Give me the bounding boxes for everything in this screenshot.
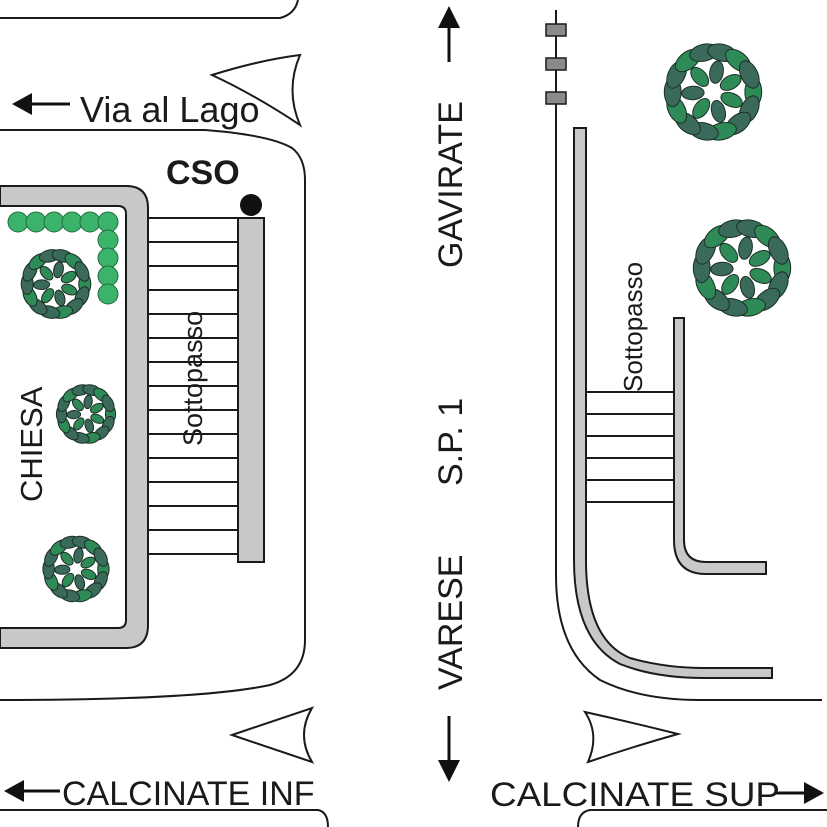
label-via-al-lago: Via al Lago [80,89,260,130]
label-calcinate-inf: CALCINATE INF [62,775,315,813]
road-edge-top-left [0,0,299,19]
traffic-island-top-left [209,53,303,128]
tree-icon [42,535,110,603]
label-sottopasso-left: Sottopasso [178,311,208,446]
church-wall [0,185,149,649]
tree-icon [55,384,117,444]
underpass-stripes-left [148,217,238,555]
label-gavirate: GAVIRATE [432,101,470,268]
underpass-curb-left [237,217,265,563]
label-cso: CSO [166,154,240,192]
curb-long-right [573,127,773,679]
road-edge-main-left [0,129,306,701]
hedge-icon [7,211,119,305]
arrow-left-icon [12,93,70,115]
left-roads [0,0,329,827]
arrow-down-icon [438,716,460,782]
right-roads [555,128,827,827]
label-chiesa: CHIESA [14,386,49,502]
label-varese: VARESE [432,555,470,690]
traffic-island-bottom-left [228,706,315,764]
curb-short-right [673,317,767,575]
label-sp1: S.P. 1 [432,398,470,486]
arrow-up-icon [438,6,460,62]
tree-icon [20,249,92,319]
road-edge-right [555,128,822,701]
cso-marker-icon [240,194,262,216]
traffic-island-bottom-right [582,710,682,764]
fence-post-icon [545,10,567,128]
underpass-stripes-right [586,391,674,503]
label-sottopasso-right: Sottopasso [618,262,648,392]
label-calcinate-sup: CALCINATE SUP [490,776,780,814]
arrow-left-icon [4,780,60,802]
tree-icon [692,219,792,317]
arrow-right-icon [776,782,824,804]
road-edge-bottom-left [0,809,329,827]
tree-icon [663,43,763,141]
road-edge-bottom-right [577,809,827,827]
